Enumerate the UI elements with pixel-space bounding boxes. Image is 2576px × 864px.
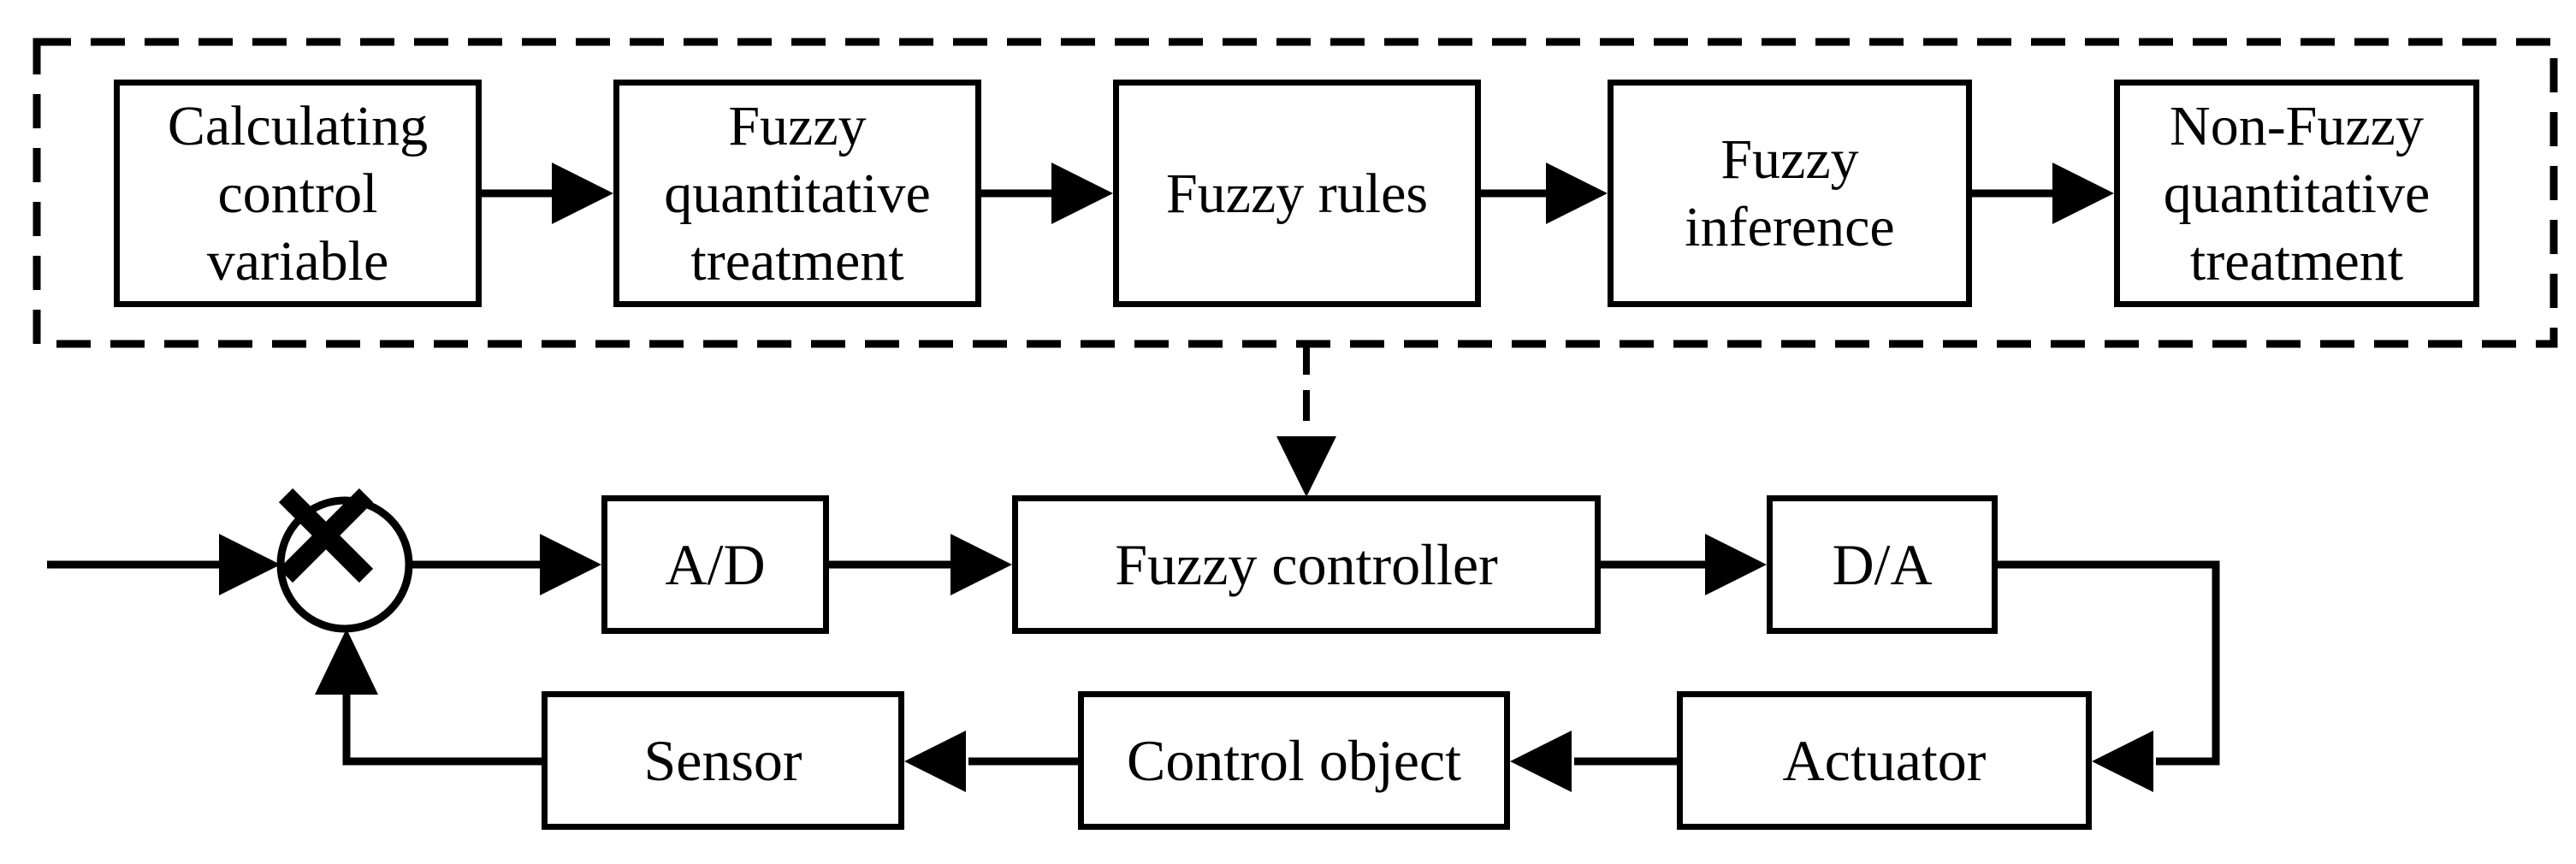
box-da-converter: D/A	[1767, 495, 1998, 634]
box-label-line: quantitative	[664, 162, 931, 225]
box-label-line: treatment	[2189, 229, 2404, 293]
box-ad-converter: A/D	[601, 495, 829, 634]
arrow-controller-to-da	[1601, 534, 1767, 595]
box-label-line: D/A	[1832, 532, 1933, 597]
arrow-sensor-to-junction	[315, 629, 542, 766]
box-label-line: Control object	[1127, 728, 1461, 793]
box-fuzzy-rules: Fuzzy rules	[1113, 80, 1481, 307]
box-label-line: Fuzzy rules	[1165, 162, 1429, 225]
box-label-line: Fuzzy	[728, 94, 867, 157]
box-fuzzy-quantitative-treatment: Fuzzy quantitative treatment	[613, 80, 981, 307]
box-fuzzy-controller: Fuzzy controller	[1012, 495, 1601, 634]
arrow-actuator-to-control-object	[1510, 731, 1677, 792]
box-label-line: Non-Fuzzy	[2170, 94, 2424, 157]
box-actuator: Actuator	[1677, 691, 2092, 830]
box-label-line: variable	[206, 229, 389, 293]
box-label-line: Sensor	[643, 728, 802, 793]
box-fuzzy-inference: Fuzzy inference	[1608, 80, 1972, 307]
box-non-fuzzy-quantitative-treatment: Non-Fuzzy quantitative treatment	[2114, 80, 2479, 307]
box-label-line: inference	[1685, 196, 1895, 258]
box-control-object: Control object	[1078, 691, 1510, 830]
box-label-line: treatment	[690, 229, 904, 293]
box-label-line: Fuzzy controller	[1115, 532, 1498, 597]
box-label-line: Fuzzy	[1720, 128, 1859, 191]
dashed-boundary	[33, 38, 2558, 348]
box-label-line: A/D	[665, 532, 766, 597]
box-calculating-control-variable: Calculating control variable	[114, 80, 482, 307]
multiply-cross-icon	[278, 488, 374, 583]
arrow-rules-to-inference	[1481, 163, 1608, 224]
arrow-ad-to-controller	[829, 534, 1012, 595]
box-sensor: Sensor	[542, 691, 904, 830]
box-label-line: Actuator	[1782, 728, 1987, 793]
arrow-da-to-actuator	[1998, 560, 2220, 792]
box-label-line: control	[217, 162, 378, 225]
arrow-quantitative-to-rules	[981, 163, 1113, 224]
arrow-input	[47, 534, 281, 595]
summing-junction	[276, 488, 413, 633]
arrow-junction-to-ad	[409, 534, 601, 595]
box-label-line: quantitative	[2163, 162, 2431, 225]
arrow-calculating-to-quantitative	[482, 163, 613, 224]
dashed-connector-arrow	[1276, 344, 1336, 497]
arrow-inference-to-nonfuzzy	[1972, 163, 2114, 224]
box-label-line: Calculating	[167, 94, 429, 157]
arrow-control-object-to-sensor	[904, 731, 1078, 792]
